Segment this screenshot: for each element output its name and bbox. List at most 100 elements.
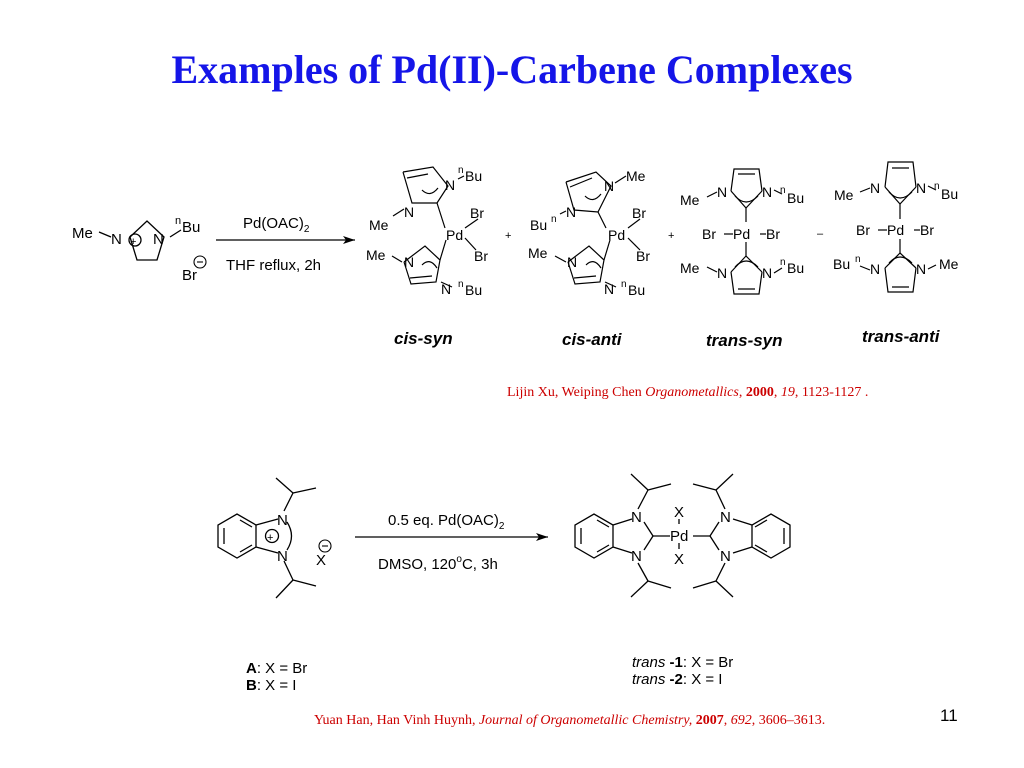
product-complex [574,473,791,598]
atom-n: N [111,231,122,248]
atom-bu: Bu [182,219,200,236]
atom-me: Me [939,256,959,272]
atom-n: N [870,180,880,196]
atom-br: Br [702,226,716,242]
starting-label-b: B: X = I [246,677,297,694]
ref-journal: Journal of Organometallic Chemistry, [478,713,693,728]
complex-trans-anti: Me N N n Bu Br Pd Br Bu n N N Me [833,161,959,293]
atom-br: Br [470,205,484,221]
n-superscript: n [551,214,557,225]
ref-volume: 692 [730,713,752,728]
atom-n: N [441,281,451,297]
atom-n: N [566,204,576,220]
atom-n: N [567,254,577,270]
atom-me: Me [366,247,386,263]
atom-bu: Bu [941,186,958,202]
complex-cis-anti: N Me Bu n N Br Pd Br Me N N n Bu [528,168,650,298]
atom-me: Me [369,217,389,233]
atom-me: Me [680,260,700,276]
n-superscript: n [780,185,786,196]
plus-sign: + [668,230,674,242]
atom-bu: Bu [787,260,804,276]
atom-br: Br [632,205,646,221]
atom-bu: Bu [530,217,547,233]
isomer-label-trans-anti: trans-anti [862,327,940,346]
atom-n: N [631,548,642,565]
charge-plus: + [267,532,273,544]
atom-n: N [762,265,772,281]
atom-bu: Bu [465,282,482,298]
atom-pd: Pd [887,222,904,238]
ref-year: 2007 [695,713,724,728]
isomer-label-cis-syn: cis-syn [394,329,453,348]
atom-n: N [153,231,164,248]
isomer-label-trans-syn: trans-syn [706,331,783,350]
atom-bu: Bu [465,168,482,184]
atom-pd: Pd [608,227,625,243]
atom-br: Br [920,222,934,238]
atom-me: Me [528,245,548,261]
minus-sign: – [817,228,824,240]
atom-bu: Bu [787,190,804,206]
ref-authors: Lijin Xu, Weiping Chen [507,385,646,400]
atom-me: Me [626,168,646,184]
atom-br: Br [182,267,197,284]
atom-pd: Pd [670,528,688,545]
atom-me: Me [834,187,854,203]
atom-n: N [445,177,455,193]
ref-pages: , 1123-1127 . [794,385,869,400]
complex-cis-syn: N n Bu N Me Br Pd Br Me N N n Bu [366,165,488,298]
product-label-1: trans -1: X = Br [632,654,734,671]
atom-x: X [316,552,326,569]
atom-n: N [916,261,926,277]
ref-pages: , 3606–3613. [751,713,826,728]
atom-br: Br [474,248,488,264]
atom-n: N [720,509,731,526]
n-superscript: n [934,181,940,192]
atom-bu: Bu [628,282,645,298]
atom-n: N [720,548,731,565]
page-number: 11 [940,706,958,725]
ref-authors: Yuan Han, Han Vinh Huynh, [314,713,479,728]
n-superscript: n [458,165,464,176]
charge-minus-circle [193,255,207,269]
atom-x: X [674,551,684,568]
atom-bu: Bu [833,256,850,272]
atom-me: Me [72,225,93,242]
reagent-label: 0.5 eq. Pd(OAC)2 [388,512,505,532]
reagent-label: Pd(OAC)2 [243,215,310,235]
reference-1: Lijin Xu, Weiping Chen Organometallics , … [507,385,868,401]
atom-n: N [604,281,614,297]
charge-minus-circle [318,539,332,553]
atom-n: N [277,512,288,529]
n-superscript: n [855,254,861,265]
atom-br: Br [636,248,650,264]
atom-n: N [631,509,642,526]
isomer-label-cis-anti: cis-anti [562,330,622,349]
slide-title: Examples of Pd(II)-Carbene Complexes [171,47,853,92]
n-superscript: n [780,257,786,268]
ref-volume: 19 [780,385,795,400]
charge-plus: + [130,236,136,248]
conditions-label: DMSO, 120oC, 3h [378,554,498,573]
n-superscript: n [175,215,181,227]
n-superscript: n [621,279,627,290]
atom-me: Me [680,192,700,208]
atom-pd: Pd [733,226,750,242]
n-superscript: n [458,279,464,290]
atom-n: N [717,265,727,281]
atom-br: Br [766,226,780,242]
atom-n: N [604,178,614,194]
starting-label-a: A: X = Br [246,660,308,677]
conditions-label: THF reflux, 2h [226,257,321,274]
ref-sep: , [773,385,781,400]
ref-sep: , [723,713,731,728]
ref-year: 2000 [745,385,774,400]
ref-sep: , [738,385,746,400]
ref-journal: Organometallics [645,385,739,400]
atom-x: X [674,504,684,521]
atom-n: N [916,180,926,196]
complex-trans-syn: Me N N n Bu Br Pd Br Me N N n Bu [680,168,804,295]
atom-n: N [870,261,880,277]
